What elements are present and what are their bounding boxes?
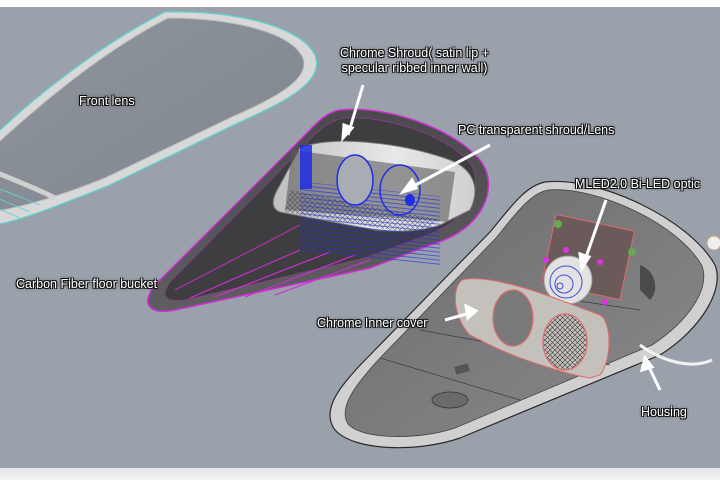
arrow-pc-lens	[409, 143, 491, 190]
label-chrome-shroud: Chrome Shroud( satin lip + specular ribb…	[340, 46, 489, 76]
arrowhead-housing	[639, 354, 655, 373]
label-carbon-bucket: Carbon Fiber floor bucket	[16, 277, 158, 291]
pc-transparent-shroud-part	[300, 145, 440, 267]
label-chrome-shroud-line1: Chrome Shroud( satin lip +	[340, 46, 490, 60]
callout-arrows	[341, 84, 662, 391]
bottom-border	[0, 468, 720, 480]
label-pc-lens: PC transparent shroud/Lens	[458, 123, 615, 137]
partial-sphere-object	[706, 235, 720, 251]
arrowhead-pc-lens	[399, 177, 419, 195]
render-viewport: Front lens Chrome Shroud( satin lip + sp…	[0, 7, 720, 468]
arrow-inner-cover	[444, 311, 471, 322]
front-lens-part	[0, 11, 318, 225]
chrome-inner-cover-part	[454, 278, 610, 379]
arrow-mled-optic	[583, 199, 608, 261]
label-mled-optic: MLED2.0 Bi-LED optic	[575, 177, 701, 191]
label-inner-cover: Chrome Inner cover	[317, 316, 428, 330]
label-front-lens: Front lens	[79, 94, 135, 108]
label-housing: Housing	[641, 405, 687, 419]
arrow-housing	[646, 364, 662, 391]
headlamp-exploded-render	[0, 11, 720, 449]
arrowhead-inner-cover	[464, 303, 479, 321]
arrowhead-chrome-shroud	[341, 122, 355, 143]
label-chrome-shroud-line2: specular ribbed inner wall)	[341, 61, 488, 75]
top-border	[0, 0, 720, 7]
arrowhead-mled-optic	[578, 251, 592, 273]
